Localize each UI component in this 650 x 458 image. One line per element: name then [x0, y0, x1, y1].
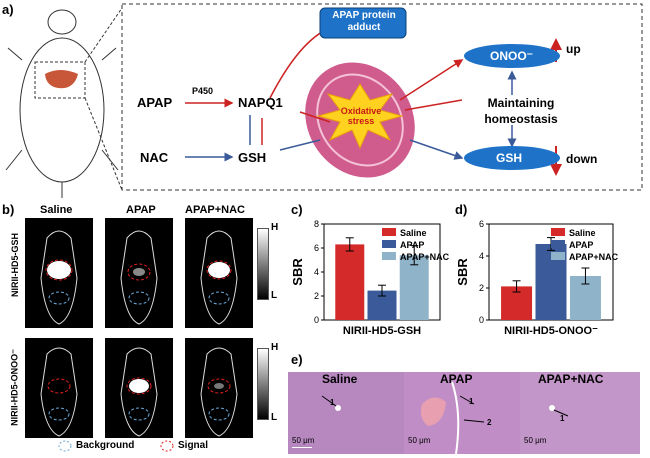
histology-scale-apap: 50 μm: [408, 436, 431, 445]
bar-2: [399, 255, 429, 320]
imaging-panel-gsh-saline: [25, 218, 93, 328]
adduct-box: [319, 7, 407, 39]
imaging-panel-onoo-apap: [105, 338, 173, 438]
homeostasis-label: Maintaining homeostasis: [484, 96, 558, 126]
legend-swatch-1: [382, 240, 396, 248]
y-tick-label: 2: [479, 283, 484, 293]
adduct-label: APAP protein adduct: [332, 10, 396, 33]
apap-label: APAP: [137, 95, 173, 110]
y-axis-label: SBR: [455, 258, 470, 286]
imaging-panel-gsh-apap: [105, 218, 173, 328]
scale-high-bottom: H: [271, 342, 279, 353]
x-axis-label: NIRII-HD5-ONOO⁻: [504, 325, 598, 337]
y-tick-label: 2: [314, 291, 319, 301]
imaging-col-apap: APAP: [126, 204, 156, 216]
y-axis-label: SBR: [290, 258, 305, 286]
legend-label-2: APAP+NAC: [569, 252, 619, 262]
legend-label-0: Saline: [569, 228, 596, 238]
intensity-scalebar-bottom: [257, 348, 269, 420]
panel-label-c: c): [291, 202, 303, 217]
histology-scalebar-saline: [292, 447, 312, 448]
scale-high-top: H: [271, 222, 279, 233]
histology-title-apap: APAP: [440, 372, 473, 386]
legend-signal: Signal: [178, 440, 209, 451]
background-legend-icon: [58, 440, 72, 452]
p450-label: P450: [192, 86, 214, 96]
mouse-illustration: [5, 9, 119, 198]
schematic-frame: [121, 3, 643, 191]
legend-swatch-2: [382, 252, 396, 260]
histology-arrow-label-apap-2: 2: [487, 418, 492, 427]
scale-low-bottom: L: [271, 412, 278, 423]
imaging-panel-gsh-apap-nac: [185, 218, 253, 328]
panel-label-a: a): [2, 2, 14, 17]
y-tick-label: 4: [314, 267, 319, 277]
legend-swatch-2: [551, 252, 565, 260]
y-tick-label: 4: [479, 251, 484, 261]
imaging-row-gsh: NIRII-HD5-GSH: [10, 233, 20, 298]
y-tick-label: 8: [314, 219, 319, 229]
legend-label-2: APAP+NAC: [400, 252, 450, 262]
x-axis-label: NIRII-HD5-GSH: [343, 325, 421, 337]
legend-label-1: APAP: [569, 240, 593, 250]
histology-apap-nac: [520, 372, 640, 454]
legend-swatch-0: [551, 228, 565, 236]
onoo-oval: [464, 44, 560, 68]
legend-label-0: Saline: [400, 228, 427, 238]
onoo-label: ONOO⁻: [490, 49, 534, 63]
y-tick-label: 6: [314, 243, 319, 253]
histology-arrow-label-saline-1: 1: [330, 398, 335, 407]
up-label: up: [566, 42, 581, 56]
histology-scale-saline: 50 μm: [292, 436, 315, 445]
histology-apap: [404, 372, 524, 454]
histology-scale-apap-nac: 50 μm: [524, 436, 547, 445]
imaging-panel-onoo-apap-nac: [185, 338, 253, 438]
y-tick-label: 0: [479, 315, 484, 325]
oxidative-stress-star-icon: [316, 83, 404, 150]
panel-a-graphics: [5, 3, 643, 198]
legend-label-1: APAP: [400, 240, 424, 250]
gsh-oval-label: GSH: [496, 151, 523, 165]
napq1-label: NAPQ1: [238, 95, 283, 110]
histology-arrow-label-apap-nac-1: 1: [560, 414, 565, 423]
legend-background: Background: [76, 440, 135, 451]
y-tick-label: 6: [479, 219, 484, 229]
panel-label-b: b): [2, 202, 15, 217]
down-label: down: [566, 152, 598, 166]
histology-title-apap-nac: APAP+NAC: [538, 372, 604, 386]
panel-label-d: d): [455, 202, 468, 217]
bar-0: [335, 244, 365, 320]
gsh-label: GSH: [238, 150, 267, 165]
imaging-col-apap-nac: APAP+NAC: [185, 204, 246, 216]
scale-low-top: L: [271, 290, 278, 301]
panel-label-e: e): [291, 352, 303, 367]
legend-swatch-0: [382, 228, 396, 236]
imaging-grid: [25, 218, 253, 438]
histology-saline: [288, 372, 408, 454]
histology-arrow-label-apap-1: 1: [469, 397, 474, 406]
imaging-row-onoo: NIRII-HD5-ONOO⁻: [9, 349, 20, 426]
gsh-oval: [464, 146, 560, 170]
imaging-col-saline: Saline: [40, 204, 73, 216]
histology-title-saline: Saline: [322, 372, 358, 386]
stress-label: Oxidative stress: [340, 106, 382, 126]
legend-swatch-1: [551, 240, 565, 248]
intensity-scalebar-top: [257, 228, 269, 300]
imaging-panel-onoo-saline: [25, 338, 93, 438]
liver-callout-box: [34, 61, 86, 99]
y-tick-label: 0: [314, 315, 319, 325]
nac-label: NAC: [140, 150, 169, 165]
signal-legend-icon: [160, 440, 174, 452]
liver-icon: [45, 70, 78, 89]
